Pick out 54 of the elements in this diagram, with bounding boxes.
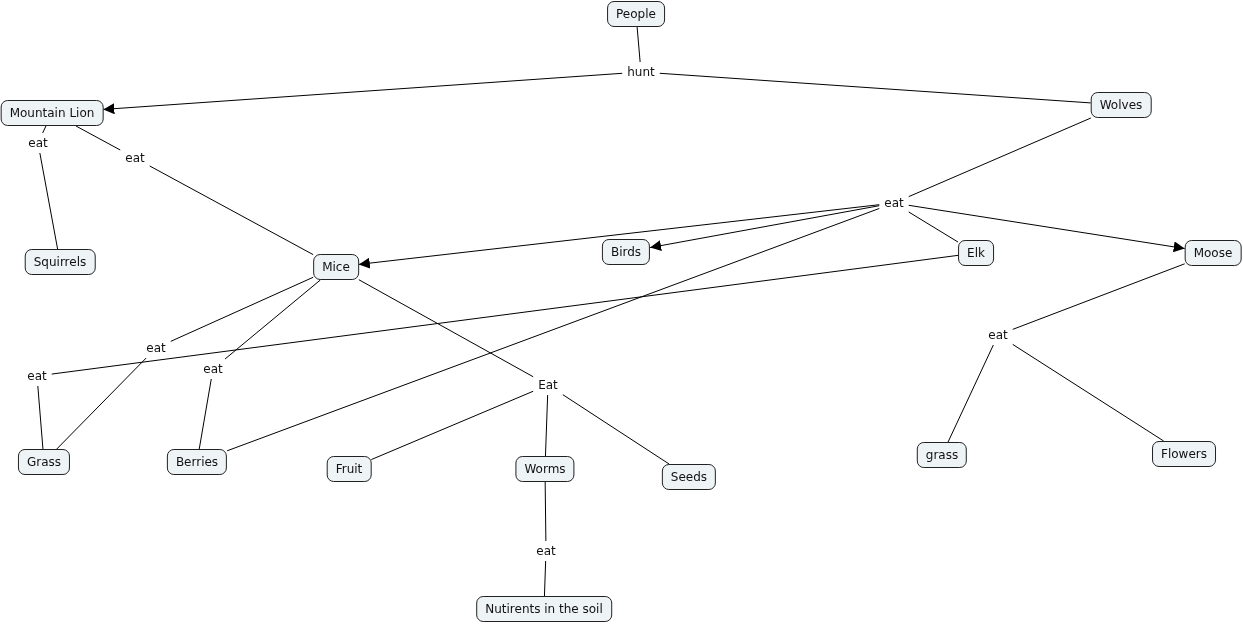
connector-line [149, 165, 314, 256]
concept-box: Squirrels [24, 249, 96, 275]
connector-line [908, 117, 1092, 198]
linking-phrase: eat [986, 328, 1010, 342]
connector-line [947, 344, 994, 443]
concept-box: Seeds [661, 464, 717, 490]
connector-line [358, 279, 534, 378]
connector-line [37, 385, 44, 450]
concept-box: Mountain Lion [0, 100, 104, 126]
arrow [102, 72, 623, 115]
concept-box: Berries [166, 449, 228, 475]
linking-phrase: eat [144, 341, 168, 355]
linking-phrase: hunt [625, 65, 657, 79]
connector-line [543, 560, 547, 597]
concept-box: Flowers [1152, 441, 1216, 467]
concept-box: Elk [958, 240, 994, 266]
connector-line [56, 357, 147, 450]
concept-box: Nutirents in the soil [476, 596, 612, 622]
linking-phrase: eat [25, 369, 49, 383]
linking-phrase: Eat [536, 378, 560, 392]
connector-line [51, 254, 959, 375]
connector-line [42, 125, 47, 134]
arrow [908, 204, 1186, 253]
connector-line [636, 26, 641, 63]
arrow [358, 204, 880, 269]
connector-line [562, 394, 670, 465]
concept-box: Mice [313, 254, 359, 280]
concept-box: Worms [515, 456, 575, 482]
linking-phrase: eat [882, 196, 906, 210]
concept-box: Moose [1184, 240, 1242, 266]
concept-box: Birds [601, 239, 651, 265]
connector-line [659, 72, 1092, 104]
connector-line [544, 394, 549, 457]
connector-line [370, 390, 534, 461]
connector-line [224, 279, 321, 360]
linking-phrase: eat [123, 151, 147, 165]
connector-line [198, 378, 212, 450]
linking-phrase: eat [534, 544, 558, 558]
concept-box: People [607, 1, 665, 27]
connector-line [908, 211, 959, 243]
connector-line [170, 276, 314, 342]
connector-line [39, 152, 59, 250]
concept-box: Grass [17, 449, 71, 475]
linking-phrase: eat [201, 362, 225, 376]
connector-line [1012, 263, 1186, 330]
concept-box: grass [916, 442, 968, 468]
connector-line [226, 207, 880, 452]
arrow [649, 205, 880, 252]
connector-line [1012, 343, 1165, 442]
concept-box: Fruit [326, 456, 372, 482]
connector-line [75, 125, 121, 151]
connector-line [544, 481, 547, 542]
concept-box: Wolves [1090, 92, 1152, 118]
linking-phrase: eat [26, 136, 50, 150]
